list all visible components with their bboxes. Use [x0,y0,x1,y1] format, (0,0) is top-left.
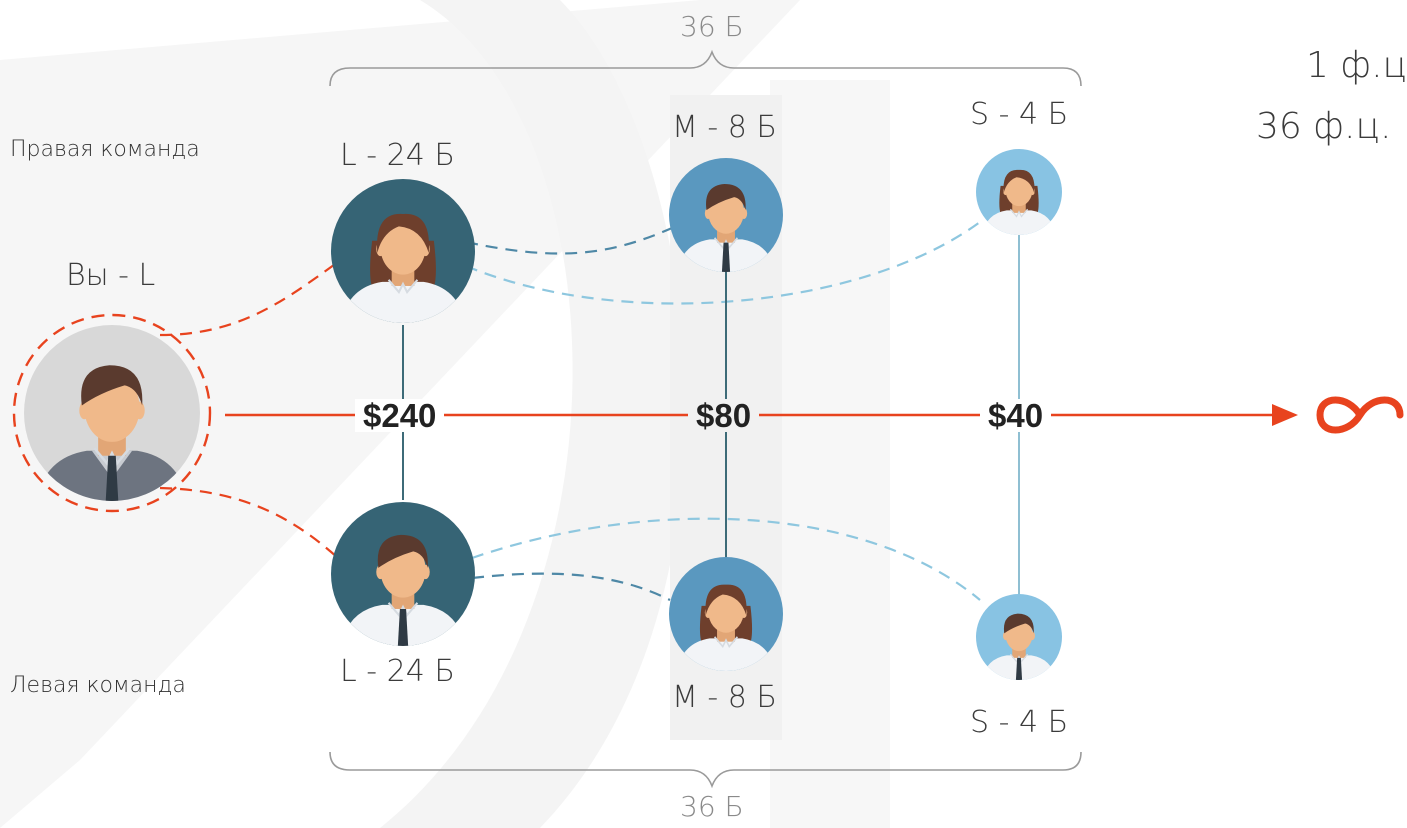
bottom-l-to-s-link [471,517,981,601]
bottom-l-to-m-link [471,572,671,601]
you-to-top-link [159,261,339,337]
you-to-bottom-link [159,486,339,559]
l-payout-amount: $240 [355,399,445,432]
top-l-to-m-link [465,226,673,255]
bottom-l-level-label: L - 24 Б [340,654,455,689]
bottom-s-level-label: S - 4 Б [970,705,1069,740]
top-l-to-s-link [465,221,981,305]
bottom-m-level-label: M - 8 Б [672,680,777,715]
s-payout-amount: $40 [980,399,1052,432]
infinity-icon [1316,396,1404,434]
top-s-avatar [976,149,1062,235]
formula-line-2: 36 ф.ц. [1256,106,1392,147]
top-bracket-label: 36 Б [680,10,744,43]
you-label: Вы - L [66,258,156,293]
right-team-label: Правая команда [10,137,200,162]
you-avatar-ring [12,313,212,513]
formula-line-1: 1 ф.ц [1306,45,1407,86]
bottom-l-avatar [331,502,475,646]
bottom-bracket-label: 36 Б [680,790,744,823]
payout-arrowhead [1272,404,1298,426]
bottom-s-avatar [976,594,1062,680]
top-m-level-label: M - 8 Б [672,110,777,145]
m-payout-amount: $80 [688,399,760,432]
top-l-level-label: L - 24 Б [340,138,455,173]
left-team-label: Левая команда [10,673,186,698]
top-s-level-label: S - 4 Б [970,97,1069,132]
bottom-bracket [329,751,1082,789]
top-bracket [329,49,1082,87]
